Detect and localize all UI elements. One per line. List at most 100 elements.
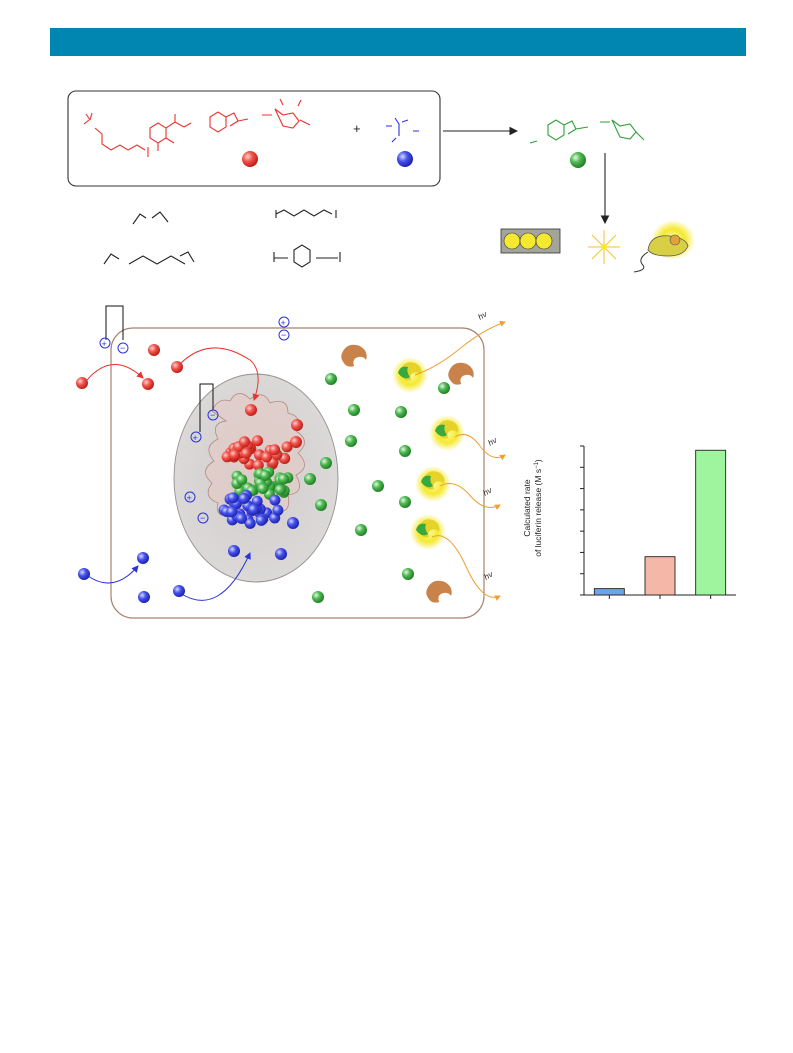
luciferase-icon bbox=[415, 466, 451, 502]
luciferin-molecule bbox=[259, 469, 271, 481]
probe-nuclear-arrow bbox=[179, 347, 260, 401]
hv-label: hv bbox=[477, 309, 490, 322]
svg-text:+: + bbox=[187, 493, 192, 503]
luciferase-icon bbox=[341, 344, 367, 367]
chart-ylabel-line1: Calculated rate bbox=[522, 479, 532, 536]
cysteine-molecule bbox=[287, 517, 299, 529]
svg-text:−: − bbox=[210, 410, 215, 420]
luciferin-molecule bbox=[402, 568, 414, 580]
header-bar bbox=[50, 28, 746, 56]
probe-molecule bbox=[281, 441, 293, 453]
luciferin-molecule bbox=[348, 404, 360, 416]
mouse-icon bbox=[633, 220, 695, 273]
cys-uptake-arrow bbox=[87, 565, 139, 584]
probe-molecule bbox=[142, 378, 154, 390]
plus-icon bbox=[184, 491, 196, 503]
luciferase-icon bbox=[426, 580, 452, 603]
cysteine-molecule bbox=[226, 506, 238, 518]
cysteine-molecule bbox=[235, 512, 247, 524]
luciferase-icon bbox=[392, 357, 428, 393]
cell-membrane bbox=[110, 327, 485, 619]
cysteine-molecule bbox=[248, 503, 260, 515]
photon-squiggle bbox=[439, 483, 501, 510]
luciferin-molecule bbox=[312, 591, 324, 603]
probe-molecule bbox=[239, 436, 251, 448]
probe-molecule bbox=[148, 344, 160, 356]
minus-icon bbox=[278, 329, 290, 341]
cysteine-molecule bbox=[275, 548, 287, 560]
luciferin-molecule bbox=[325, 373, 337, 385]
reaction-scheme: + bbox=[67, 90, 645, 225]
luciferin-ball bbox=[570, 152, 586, 168]
probe-molecule bbox=[245, 404, 257, 416]
membrane-potential-outside bbox=[105, 305, 214, 432]
cysteine-molecule bbox=[272, 504, 284, 516]
probe-molecule bbox=[171, 361, 183, 373]
luciferin-structure bbox=[529, 119, 645, 144]
luciferin-molecule bbox=[355, 524, 367, 536]
luciferin-molecule bbox=[399, 496, 411, 508]
probe-molecule bbox=[291, 419, 303, 431]
probe-molecule bbox=[229, 449, 241, 461]
probe-molecule bbox=[290, 436, 302, 448]
luciferin-molecule bbox=[399, 445, 411, 457]
minus-icon bbox=[207, 409, 219, 421]
plus-icon bbox=[278, 316, 290, 328]
minus-icon bbox=[117, 342, 129, 354]
luciferin-molecule bbox=[315, 499, 327, 511]
cysteine-molecule bbox=[173, 585, 185, 597]
luciferase-icon bbox=[410, 514, 446, 550]
figure: + bbox=[67, 90, 736, 619]
bar-3 bbox=[695, 449, 727, 596]
luciferin-molecule bbox=[320, 457, 332, 469]
luciferin-molecule bbox=[274, 484, 286, 496]
cys-nuclear-arrow bbox=[179, 552, 251, 601]
svg-text:−: − bbox=[200, 513, 205, 523]
plus-icon bbox=[190, 431, 202, 443]
probe-molecule bbox=[269, 444, 281, 456]
cysteine-molecule bbox=[137, 552, 149, 564]
light-burst-icon bbox=[588, 230, 620, 264]
luciferase-icon bbox=[429, 415, 465, 451]
bar-chart: Calculated rate of luciferin release (M … bbox=[522, 445, 736, 599]
luciferase-icon bbox=[448, 362, 474, 385]
cysteine-molecule bbox=[228, 545, 240, 557]
probe-structure bbox=[83, 98, 311, 157]
probe-molecule bbox=[252, 459, 264, 471]
photon-squiggle bbox=[431, 535, 501, 601]
probe-ball bbox=[242, 151, 258, 167]
plus-icon bbox=[99, 337, 111, 349]
cysteine-molecule bbox=[255, 514, 267, 526]
imaging-icons bbox=[500, 220, 695, 273]
luciferin-molecule bbox=[304, 473, 316, 485]
probe-molecule bbox=[240, 447, 252, 459]
photon-squiggle bbox=[414, 320, 506, 376]
luciferase-enzymes bbox=[341, 344, 474, 603]
luciferin-molecule bbox=[257, 482, 269, 494]
cysteine-molecule bbox=[269, 494, 281, 506]
probe-molecule bbox=[252, 435, 264, 447]
probe-molecule bbox=[261, 451, 273, 463]
svg-text:−: − bbox=[120, 343, 125, 353]
chart-ylabel-line2: of luciferin release (M s−1) bbox=[533, 459, 543, 557]
luciferin-molecule bbox=[438, 382, 450, 394]
luciferin-molecule bbox=[372, 480, 384, 492]
cysteine-molecule bbox=[238, 492, 250, 504]
luciferin-molecule bbox=[395, 406, 407, 418]
luciferin-molecule bbox=[345, 435, 357, 447]
reactants-box bbox=[67, 90, 441, 187]
cysteine-molecule bbox=[251, 495, 263, 507]
plus-sign: + bbox=[353, 121, 361, 136]
linker-structures bbox=[103, 209, 341, 268]
hv-label: hv bbox=[487, 435, 500, 448]
luciferin-molecule bbox=[278, 473, 290, 485]
svg-text:−: − bbox=[281, 330, 286, 340]
cysteine-structure bbox=[386, 117, 419, 143]
bar-1 bbox=[593, 588, 625, 596]
probe-molecule bbox=[76, 377, 88, 389]
cysteine-molecule bbox=[78, 568, 90, 580]
probe-uptake-arrow bbox=[86, 364, 144, 381]
charge-signs: + − + − − + + − bbox=[99, 316, 290, 524]
cysteine-molecule bbox=[244, 517, 256, 529]
